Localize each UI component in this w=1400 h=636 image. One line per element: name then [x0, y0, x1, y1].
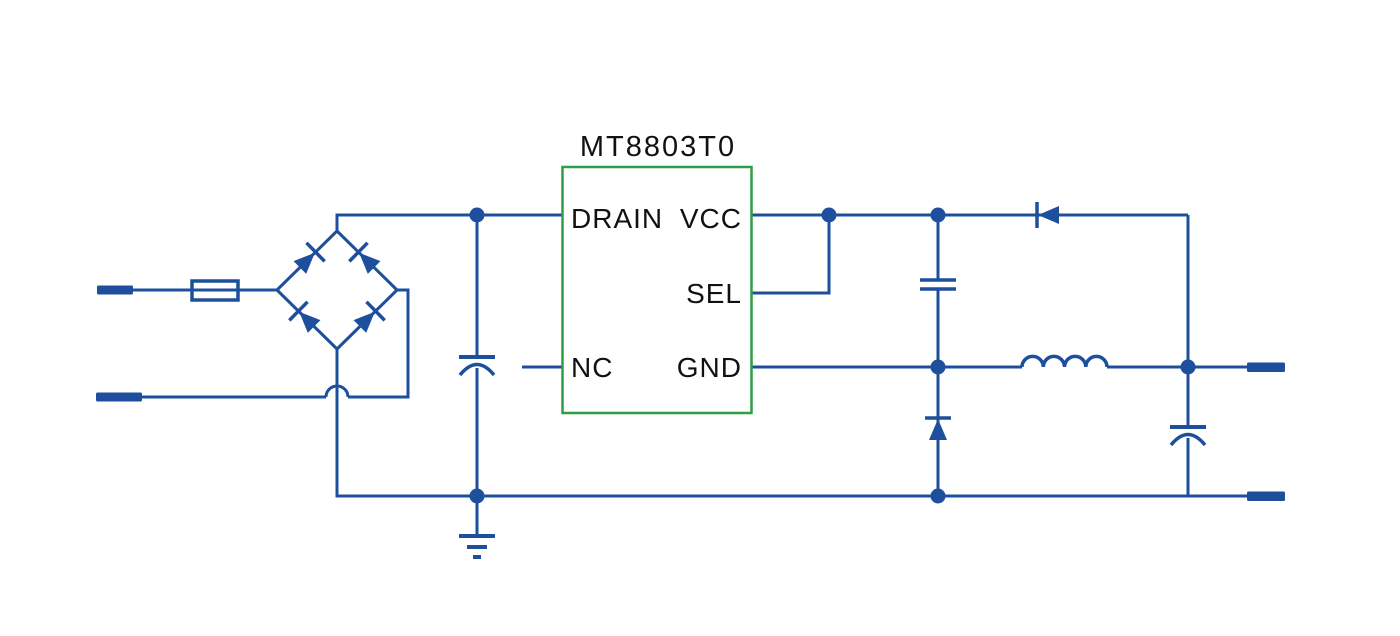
pin-label-nc: NC — [571, 352, 613, 383]
junction-dot — [469, 207, 485, 223]
junction-dot — [821, 207, 837, 223]
pin-label-sel: SEL — [686, 278, 742, 309]
wire-rectified-to-drain — [335, 213, 562, 231]
dc-output-terminal-top — [1247, 362, 1285, 372]
bulk-capacitor-plate-bottom — [458, 362, 496, 377]
ic-title: MT8803T0 — [580, 131, 736, 163]
junction-dot — [930, 207, 946, 223]
output-inductor — [1020, 354, 1109, 368]
junction-dot — [1180, 359, 1196, 375]
wire-ac-neutral-to-bridge — [348, 288, 410, 399]
ac-input-terminal-top — [97, 285, 133, 295]
junction-dot — [930, 359, 946, 375]
ac-input-terminal-bottom — [96, 392, 142, 402]
output-capacitor-plate-bottom — [1169, 432, 1207, 447]
freewheeling-diode — [923, 416, 953, 442]
pin-label-gnd: GND — [677, 352, 742, 383]
wire-bottom-rail — [335, 349, 1247, 498]
series-diode — [1035, 200, 1061, 230]
ic-body — [561, 165, 753, 415]
pin-label-drain: DRAIN — [571, 203, 663, 234]
junction-dot — [930, 488, 946, 504]
wire-sel-to-vcc — [752, 215, 831, 295]
pin-label-vcc: VCC — [680, 203, 742, 234]
junction-dot — [469, 488, 485, 504]
fuse — [190, 279, 240, 302]
dc-output-terminal-bottom — [1247, 491, 1285, 501]
